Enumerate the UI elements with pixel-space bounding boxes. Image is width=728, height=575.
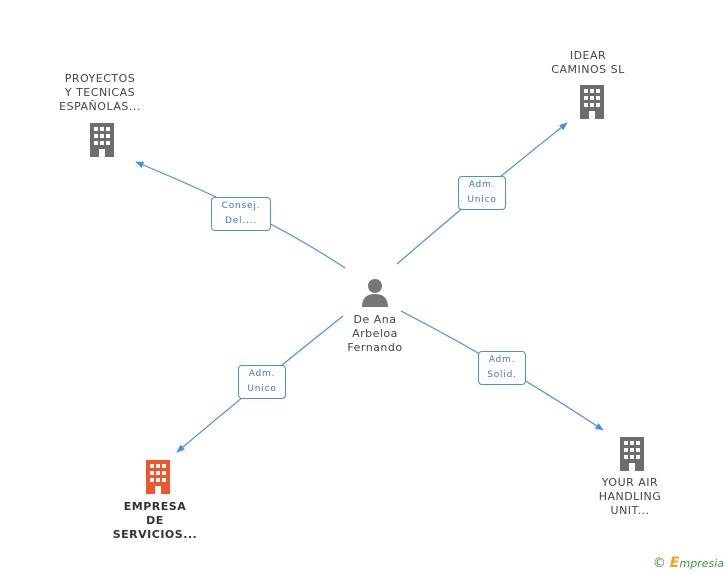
empresia-logo[interactable]: ©Empresia xyxy=(653,555,724,571)
company-name-line: YOUR AIR xyxy=(601,476,659,489)
company-name-line: HANDLING xyxy=(598,490,662,503)
center-name-line: De Ana xyxy=(353,313,397,326)
copyright-icon: © xyxy=(652,556,666,571)
company-name-line: DE xyxy=(146,514,164,527)
company-name-line: Y TECNICAS xyxy=(64,86,136,99)
brand-initial: E xyxy=(669,555,680,571)
company-name-line: IDEAR xyxy=(569,49,607,62)
brand-name: mpresia xyxy=(679,557,724,570)
edge-label-adm-unico-idear[interactable]: Adm. Unico xyxy=(458,176,506,210)
building-icon[interactable] xyxy=(86,123,118,157)
edge-label-line: Solid. xyxy=(487,370,517,380)
edge-label-adm-unico-empresa[interactable]: Adm. Unico xyxy=(238,365,286,399)
edge-label-line: Adm. xyxy=(468,180,496,190)
company-node-idear[interactable]: IDEAR CAMINOS SL xyxy=(528,49,648,77)
edge-label-adm-solid[interactable]: Adm. Solid. xyxy=(478,351,526,385)
edge-label-line: Consej. xyxy=(221,201,261,211)
company-name-line: ESPAÑOLAS... xyxy=(59,100,141,113)
building-icon[interactable] xyxy=(576,85,608,119)
edge-label-line: Unico xyxy=(247,384,277,394)
company-name-line: PROYECTOS xyxy=(64,72,136,85)
company-node-empresa[interactable]: EMPRESA DE SERVICIOS... xyxy=(95,500,215,542)
center-person-name[interactable]: De Ana Arbeloa Fernando xyxy=(322,313,428,355)
building-icon[interactable] xyxy=(616,437,648,471)
company-name-line: CAMINOS SL xyxy=(551,63,625,76)
company-node-yourair[interactable]: YOUR AIR HANDLING UNIT... xyxy=(570,476,690,518)
edge-label-consejero[interactable]: Consej. Del.... xyxy=(211,197,271,231)
edge-label-line: Adm. xyxy=(248,369,276,379)
person-icon[interactable] xyxy=(360,277,390,307)
building-icon[interactable] xyxy=(142,460,174,494)
company-name-line: UNIT... xyxy=(610,504,650,517)
company-name-line: EMPRESA xyxy=(123,500,187,513)
company-name-line: SERVICIOS... xyxy=(112,528,198,541)
company-node-proyectos[interactable]: PROYECTOS Y TECNICAS ESPAÑOLAS... xyxy=(40,72,160,114)
center-name-line: Arbeloa xyxy=(352,327,398,340)
edge-label-line: Adm. xyxy=(488,355,516,365)
center-name-line: Fernando xyxy=(347,341,403,354)
edge-label-line: Del.... xyxy=(224,216,257,226)
edge-label-line: Unico xyxy=(467,195,497,205)
